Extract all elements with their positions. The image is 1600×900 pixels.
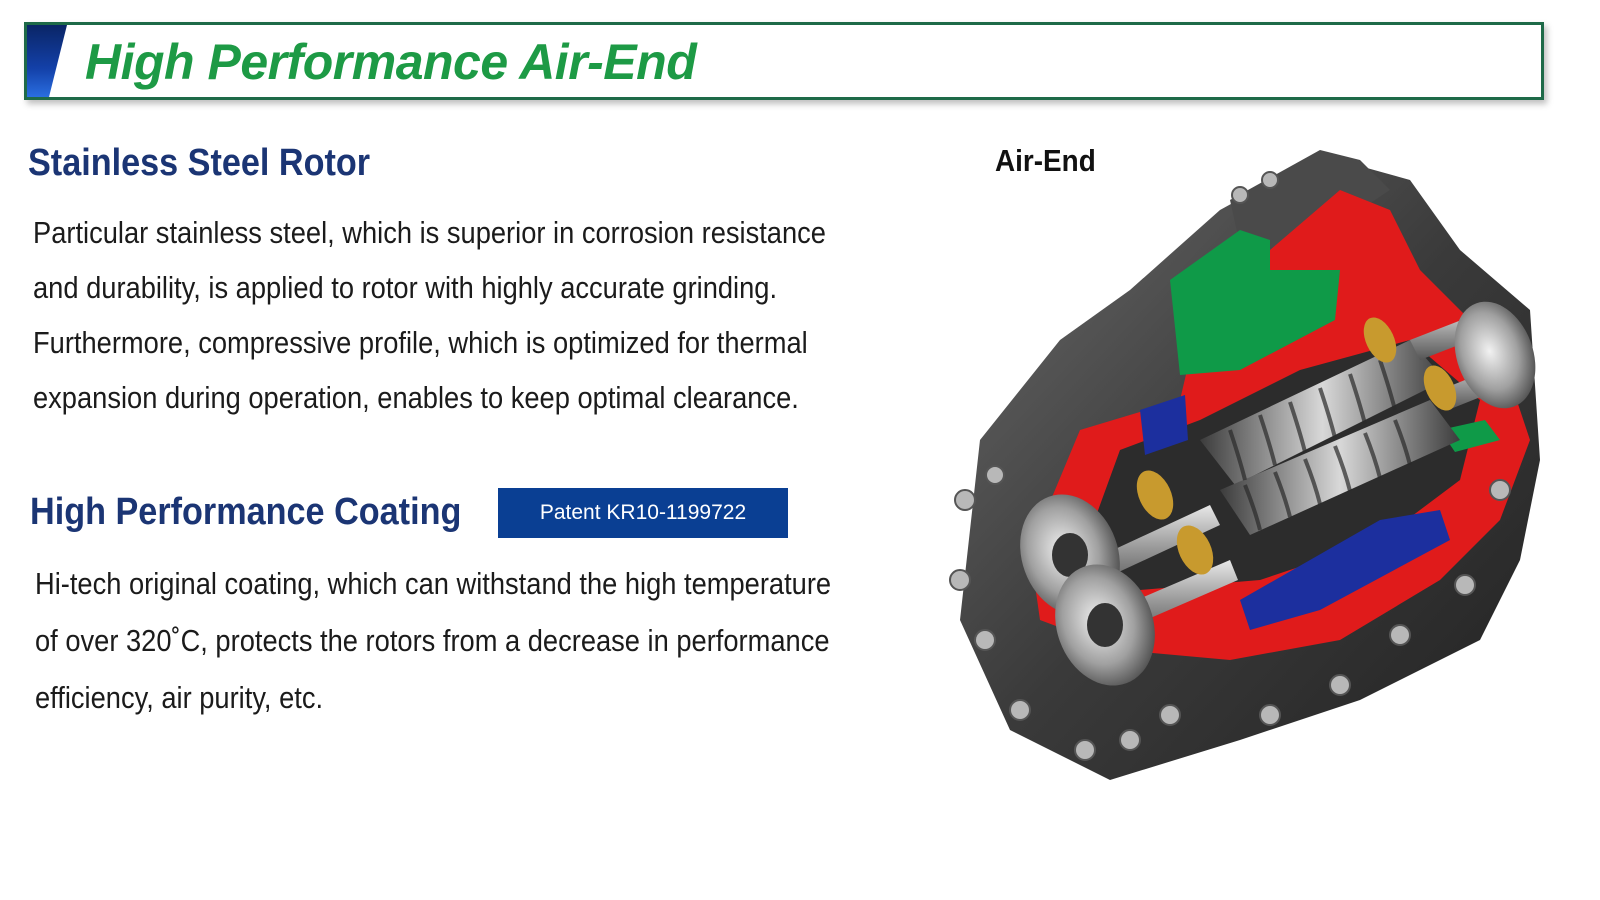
section-heading-coating: High Performance Coating bbox=[30, 491, 462, 533]
blue-chamber bbox=[1240, 510, 1450, 630]
coating-description: Hi-tech original coating, which can with… bbox=[35, 555, 831, 726]
rotor-description-line: expansion during operation, enables to k… bbox=[33, 380, 799, 415]
rotor-description: Particular stainless steel, which is sup… bbox=[33, 205, 826, 425]
patent-badge: Patent KR10-1199722 bbox=[498, 488, 788, 538]
coating-description-line: of over 320˚C, protects the rotors from … bbox=[35, 623, 830, 658]
figure-label: Air-End bbox=[995, 143, 1096, 178]
air-end-cutaway-illustration bbox=[949, 150, 1540, 780]
page-title: High Performance Air-End bbox=[85, 34, 697, 90]
title-bar: High Performance Air-End bbox=[24, 22, 1544, 100]
title-accent-stripe bbox=[27, 25, 67, 97]
housing-bolts bbox=[949, 171, 1511, 761]
rotor-description-line: Particular stainless steel, which is sup… bbox=[33, 215, 826, 250]
section-heading-rotor: Stainless Steel Rotor bbox=[28, 142, 371, 184]
coating-description-line: efficiency, air purity, etc. bbox=[35, 680, 324, 715]
green-chamber bbox=[1170, 230, 1340, 375]
front-rotor-ends bbox=[1020, 494, 1155, 686]
rotor-description-line: and durability, is applied to rotor with… bbox=[33, 270, 778, 305]
bearings bbox=[1136, 317, 1457, 575]
screw-rotors bbox=[1200, 340, 1460, 535]
rotor-description-line: Furthermore, compressive profile, which … bbox=[33, 325, 808, 360]
top-flange bbox=[1230, 150, 1390, 250]
coating-description-line: Hi-tech original coating, which can with… bbox=[35, 566, 832, 601]
